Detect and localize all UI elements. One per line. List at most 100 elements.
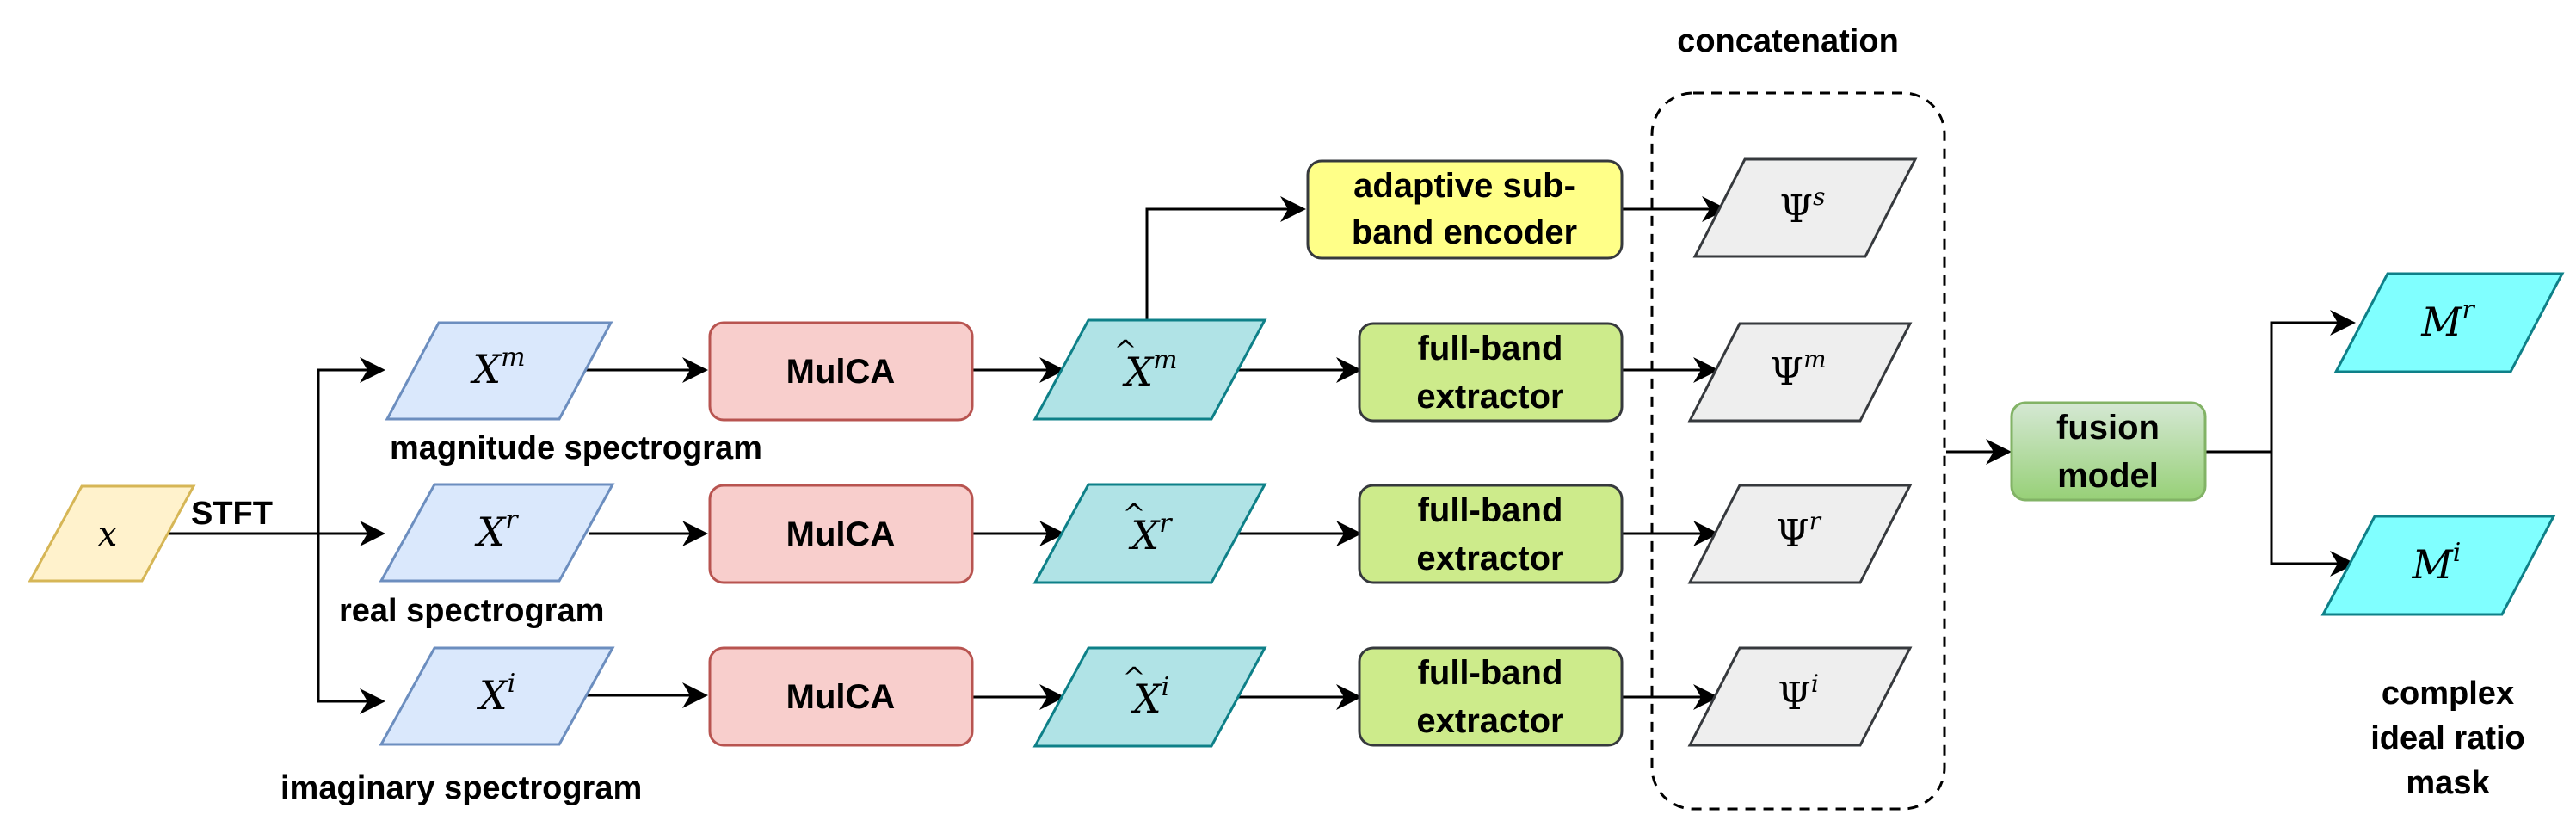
psi-s-sup: s bbox=[1813, 182, 1825, 211]
psi-i-sup: i bbox=[1811, 669, 1819, 698]
output-mask-real: Mr bbox=[2333, 272, 2565, 373]
mulca-block-real: MulCA bbox=[708, 484, 974, 584]
svg-text:Ψs: Ψs bbox=[1780, 182, 1826, 231]
stft-label: STFT bbox=[191, 496, 273, 532]
mask-r-parallelogram bbox=[2333, 272, 2565, 373]
feat-r-sup: r bbox=[1159, 509, 1173, 539]
extractor-m-line1: full-band bbox=[1418, 330, 1563, 367]
arrow-fusion-to-mi bbox=[2270, 452, 2356, 577]
feat-m-hat: ^ bbox=[1114, 334, 1137, 367]
psi-r-parallelogram bbox=[1687, 484, 1913, 584]
svg-text:Ψr: Ψr bbox=[1776, 507, 1822, 556]
mask-r-sup: r bbox=[2462, 295, 2475, 325]
fullband-extractor-real: full-band extractor bbox=[1358, 484, 1624, 584]
mask-r-base: M bbox=[2420, 299, 2463, 345]
fusion-line2: model bbox=[2057, 457, 2159, 495]
psi-r-base: Ψ bbox=[1776, 512, 1809, 556]
caption-real-spectrogram: real spectrogram bbox=[339, 593, 604, 629]
extractor-i-line1: full-band bbox=[1418, 654, 1563, 692]
psi-m-parallelogram bbox=[1687, 322, 1913, 423]
output-caption-line2: ideal ratio bbox=[2370, 720, 2525, 756]
subband-box bbox=[1306, 159, 1624, 260]
svg-text:Xi: Xi bbox=[477, 669, 515, 719]
extractor-i-line2: extractor bbox=[1416, 702, 1563, 740]
output-caption-line1: complex bbox=[2382, 676, 2514, 712]
spec-m-base: X bbox=[470, 346, 502, 392]
feat-r-parallelogram bbox=[1032, 483, 1267, 584]
output-mask-imaginary: Mi bbox=[2320, 515, 2556, 616]
extractor-r-line1: full-band bbox=[1418, 491, 1563, 529]
feat-m-sup: m bbox=[1153, 345, 1177, 375]
feature-real: ^ Xr bbox=[1032, 483, 1267, 584]
fusion-model: fusion model bbox=[2010, 401, 2207, 502]
fusion-line1: fusion bbox=[2056, 409, 2160, 447]
feature-magnitude: ^ Xm bbox=[1032, 318, 1267, 421]
psi-m-sup: m bbox=[1803, 345, 1827, 373]
mulca-i-label: MulCA bbox=[786, 678, 896, 716]
spec-r-base: X bbox=[474, 509, 507, 555]
fusion-box bbox=[2010, 401, 2207, 502]
feat-m-base: X bbox=[1122, 349, 1155, 395]
psi-imaginary: Ψi bbox=[1687, 646, 1913, 747]
feat-r-base: X bbox=[1128, 512, 1161, 558]
input-signal: x bbox=[28, 484, 196, 583]
spec-r-parallelogram bbox=[379, 483, 615, 583]
psi-real: Ψr bbox=[1687, 484, 1913, 584]
input-symbol: x bbox=[98, 515, 118, 554]
mulca-m-label: MulCA bbox=[786, 353, 896, 391]
psi-magnitude: Ψm bbox=[1687, 322, 1913, 423]
mulca-i-box bbox=[708, 646, 974, 747]
psi-s-parallelogram bbox=[1692, 157, 1918, 258]
adaptive-subband-encoder: adaptive sub- band encoder bbox=[1306, 159, 1624, 260]
spec-r-sup: r bbox=[505, 505, 519, 535]
svg-text:Xr: Xr bbox=[474, 505, 519, 555]
concatenation-label: concatenation bbox=[1677, 23, 1899, 59]
caption-magnitude-spectrogram: magnitude spectrogram bbox=[390, 430, 762, 466]
arrow-feat-m-to-subband bbox=[1145, 196, 1306, 320]
output-caption-line3: mask bbox=[2406, 765, 2490, 801]
subband-line1: adaptive sub- bbox=[1353, 167, 1575, 205]
spec-i-sup: i bbox=[508, 669, 516, 699]
concatenation-dashed-box bbox=[1650, 91, 1946, 811]
subband-line2: band encoder bbox=[1352, 213, 1577, 251]
psi-s-base: Ψ bbox=[1780, 188, 1814, 231]
feat-i-sup: i bbox=[1162, 672, 1170, 702]
extractor-i-box bbox=[1358, 646, 1624, 747]
extractor-m-line2: extractor bbox=[1416, 378, 1563, 416]
spectrogram-magnitude: Xm bbox=[385, 321, 613, 421]
svg-text:Ψm: Ψm bbox=[1770, 345, 1826, 394]
fullband-extractor-magnitude: full-band extractor bbox=[1358, 322, 1624, 423]
stft-arrow-imaginary bbox=[317, 534, 385, 714]
feat-i-parallelogram bbox=[1032, 646, 1267, 748]
psi-subband: Ψs bbox=[1692, 157, 1918, 258]
svg-text:Mr: Mr bbox=[2420, 295, 2475, 345]
feat-i-hat: ^ bbox=[1123, 661, 1146, 694]
psi-r-sup: r bbox=[1809, 507, 1822, 535]
mask-i-base: M bbox=[2412, 541, 2455, 588]
fullband-extractor-imaginary: full-band extractor bbox=[1358, 646, 1624, 747]
svg-text:Ψi: Ψi bbox=[1778, 669, 1819, 719]
arrow-fusion-to-mr bbox=[2270, 310, 2356, 452]
stft-arrow-magnitude bbox=[317, 357, 385, 534]
psi-i-base: Ψ bbox=[1778, 675, 1811, 719]
spec-i-base: X bbox=[477, 672, 509, 719]
feat-m-parallelogram bbox=[1032, 318, 1267, 421]
mask-i-parallelogram bbox=[2320, 515, 2556, 616]
mulca-r-box bbox=[708, 484, 974, 584]
extractor-r-box bbox=[1358, 484, 1624, 584]
psi-m-base: Ψ bbox=[1770, 350, 1803, 394]
spec-i-parallelogram bbox=[379, 646, 615, 746]
caption-imaginary-spectrogram: imaginary spectrogram bbox=[280, 770, 642, 806]
mask-i-sup: i bbox=[2453, 538, 2462, 568]
svg-text:Xi: Xi bbox=[1131, 672, 1169, 722]
svg-text:Mi: Mi bbox=[2412, 538, 2462, 588]
mulca-block-magnitude: MulCA bbox=[708, 321, 974, 422]
extractor-m-box bbox=[1358, 322, 1624, 423]
mulca-m-box bbox=[708, 321, 974, 422]
svg-text:Xr: Xr bbox=[1128, 509, 1173, 558]
svg-text:Xm: Xm bbox=[470, 342, 525, 392]
feat-r-hat: ^ bbox=[1123, 497, 1146, 530]
extractor-r-line2: extractor bbox=[1416, 540, 1563, 577]
connectors bbox=[155, 196, 2356, 714]
